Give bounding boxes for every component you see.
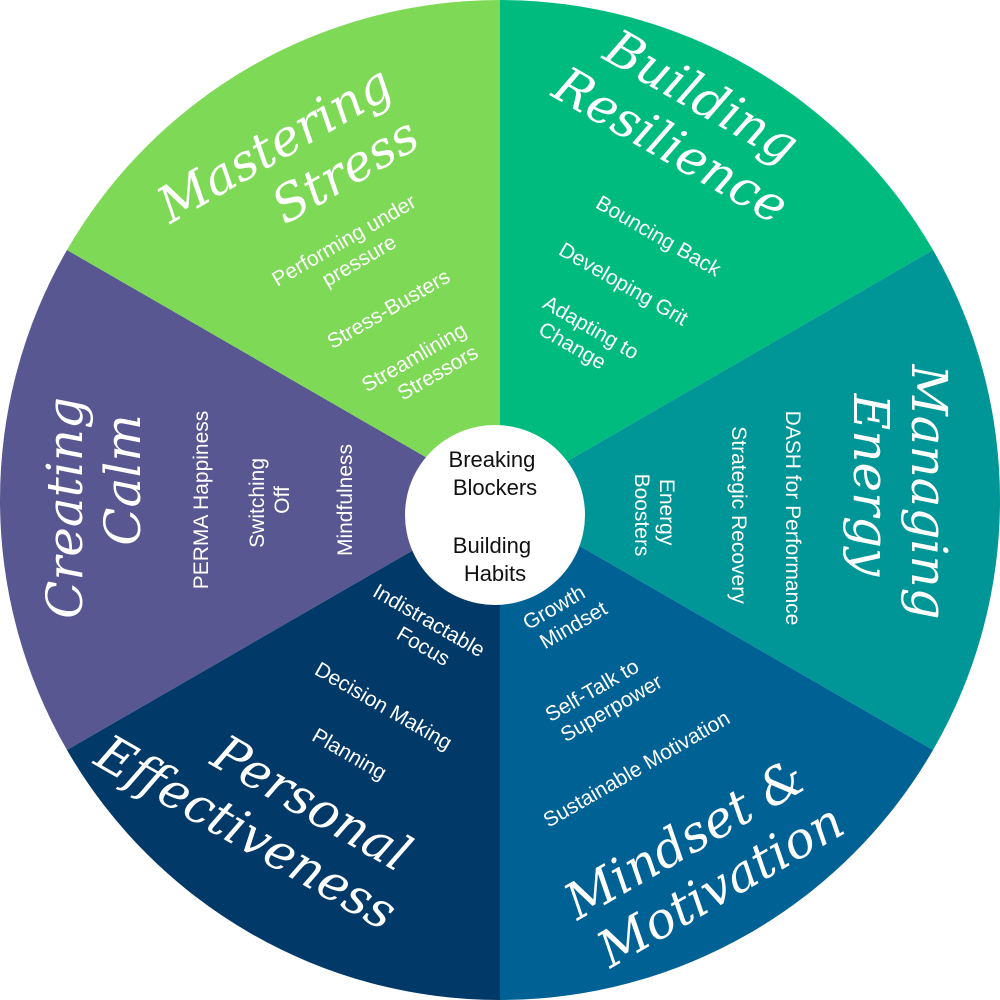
segment-item-mindfulness: Mindfulness bbox=[334, 444, 357, 556]
segment-item-switching-off: Switching Off bbox=[246, 452, 294, 548]
slice-mastering-stress bbox=[0, 250, 500, 750]
slice-building-resilience bbox=[66, 0, 500, 500]
center-circle bbox=[405, 425, 585, 605]
segment-creating-calm: Creating Calm PERMA Happiness Switching … bbox=[36, 381, 357, 619]
segment-item-strategic-recovery: Strategic Recovery bbox=[727, 426, 750, 604]
center-hub: Breaking Blockers Building Habits bbox=[405, 425, 585, 605]
slice-creating-calm bbox=[66, 500, 500, 1000]
segment-item-dash-for-performance: DASH for Performance bbox=[781, 411, 804, 626]
center-label-building-habits: Building Habits bbox=[453, 533, 537, 586]
center-label-breaking-blockers: Breaking Blockers bbox=[449, 447, 542, 500]
segment-title-managing-energy: Managing Energy bbox=[842, 363, 958, 635]
segment-item-energy-boosters: Energy Boosters bbox=[630, 474, 678, 557]
slice-personal-effectiveness bbox=[500, 500, 934, 1000]
segment-title-creating-calm: Creating Calm bbox=[36, 381, 152, 619]
segment-managing-energy: Managing Energy DASH for Performance Str… bbox=[630, 363, 958, 635]
slice-managing-energy bbox=[500, 0, 934, 500]
slice-mindset-motivation bbox=[500, 250, 1000, 750]
segment-item-perma-happiness: PERMA Happiness bbox=[190, 411, 213, 590]
